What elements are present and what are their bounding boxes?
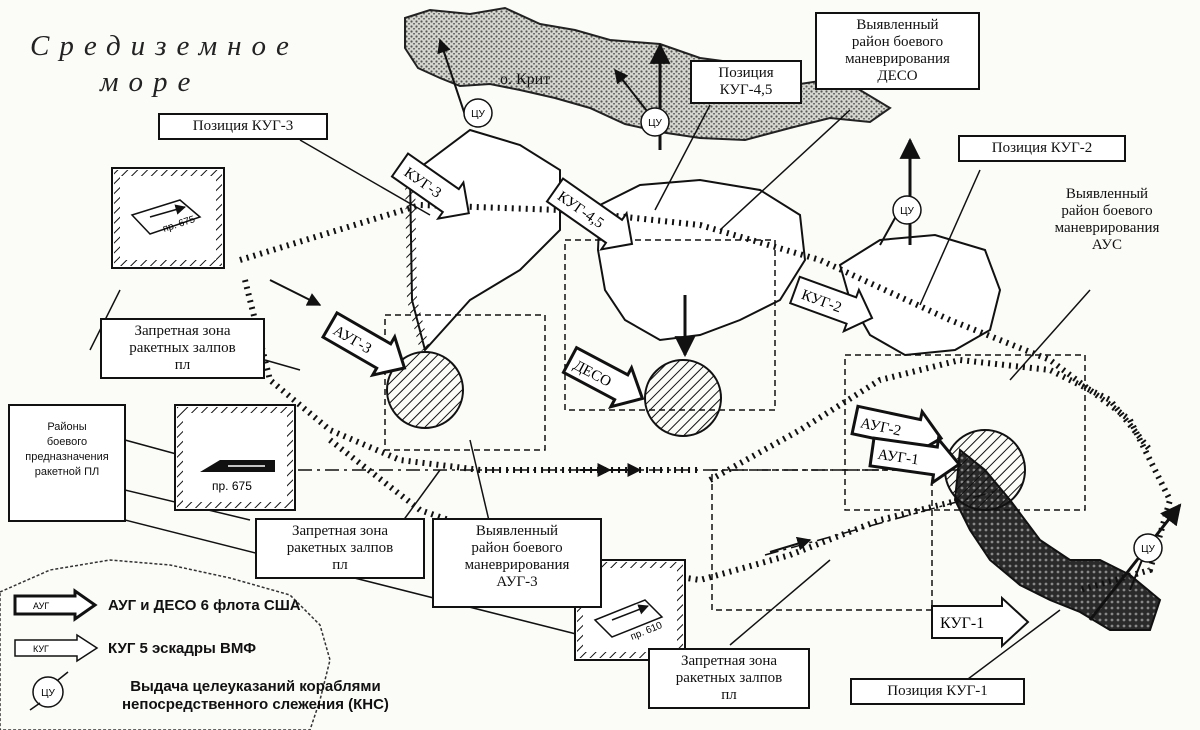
svg-text:ЦУ: ЦУ [41,688,55,699]
leader-deso-area [719,109,851,231]
svg-text:ЦУ: ЦУ [471,109,485,120]
callout-pos-kug1: Позиция КУГ-1 [850,678,1025,705]
legend-kug-text: КУГ 5 эскадры ВМФ [108,640,257,657]
sea-title-line-1: Средиземное [30,30,299,62]
kug1-arrow: КУГ-1 [931,595,1030,649]
leader-pos-kug2 [919,169,981,306]
sub-area-1: пр. 675 [111,167,225,269]
deso-zone [644,359,722,437]
legend-cu-symbol: ЦУ [29,671,69,711]
cu-marker-1: ЦУ [463,98,493,128]
coastline-southwest [0,559,331,730]
cu-marker-3: ЦУ [892,195,922,225]
leader-forbidden1 [264,359,301,371]
legend-cu-text: Выдача целеуказаний кораблями непосредст… [122,678,389,713]
leader-aus-area [1009,289,1091,381]
callout-forbidden-1: Запретная зона ракетных залпов пл [100,318,265,379]
leader-forbidden2 [399,469,441,526]
crete-label: о. Крит [500,71,550,88]
deso-maneuver-area [596,178,807,342]
kug3-link-line [437,38,466,116]
sea-title: Средиземное море [30,28,299,100]
leader-pos-kug3 [299,139,431,216]
aug1-arrow: АУГ-1 [868,435,962,486]
legend-aug-text: АУГ и ДЕСО 6 флота США [108,597,301,614]
kug2-maneuver-area [838,233,1002,357]
callout-deso-area: Выявленный район боевого маневрирования … [815,12,980,90]
route-arrow-3 [769,536,812,553]
leader-pos-kug1 [959,609,1061,686]
route-arrow-4 [269,279,322,306]
svg-text:КУГ-1: КУГ-1 [940,615,984,632]
callout-forbidden-3: Запретная зона ракетных залпов пл [648,648,810,709]
kug1-ne-arrow [1088,503,1182,621]
leader-sub-areas1 [124,439,181,456]
callout-pos-kug2: Позиция КУГ-2 [958,135,1126,162]
leader-pos-kug45 [654,104,711,211]
coastline-east [953,448,1162,631]
aug3-area-box [384,314,546,451]
svg-text:ЦУ: ЦУ [1141,544,1155,555]
cu-marker-2: ЦУ [640,107,670,137]
sea-title-line-2: море [100,66,201,98]
callout-sub-areas: Районы боевого предназначения ракетной П… [8,404,126,522]
aus-area-box [844,354,1086,511]
svg-text:АУГ-1: АУГ-1 [877,447,920,469]
callout-aug3-area: Выявленный район боевого маневрирования … [432,518,602,608]
callout-pos-kug3: Позиция КУГ-3 [158,113,328,140]
callout-pos-kug45: Позиция КУГ-4,5 [690,60,802,104]
svg-text:ЦУ: ЦУ [648,118,662,129]
svg-text:КУГ: КУГ [33,644,49,654]
legend-aug-symbol: АУГ [13,588,98,622]
aug3-zone [386,351,464,429]
kug3-hatched-edge [405,174,430,352]
kug45-link-line [614,68,651,116]
cu-marker-4: ЦУ [1133,533,1163,563]
kug3-arrow: КУГ-3 [390,152,470,220]
aug2-arrow: АУГ-2 [850,404,944,458]
svg-text:АУГ: АУГ [33,601,49,611]
callout-forbidden-2: Запретная зона ракетных залпов пл [255,518,425,579]
deso-arrow: ДЕСО [561,345,645,409]
sub-area-2: пр. 675 [174,404,296,511]
crete-island [404,6,892,142]
kug3-maneuver-area [408,128,561,353]
sub-2-label: пр. 675 [212,479,252,493]
callout-aus-area: Выявленный район боевого маневрирования … [1054,186,1160,253]
svg-text:ЦУ: ЦУ [900,206,914,217]
legend-kug-symbol: КУГ [14,633,99,663]
leader-forbidden3 [729,559,831,646]
leader-aug3-area [469,439,491,526]
